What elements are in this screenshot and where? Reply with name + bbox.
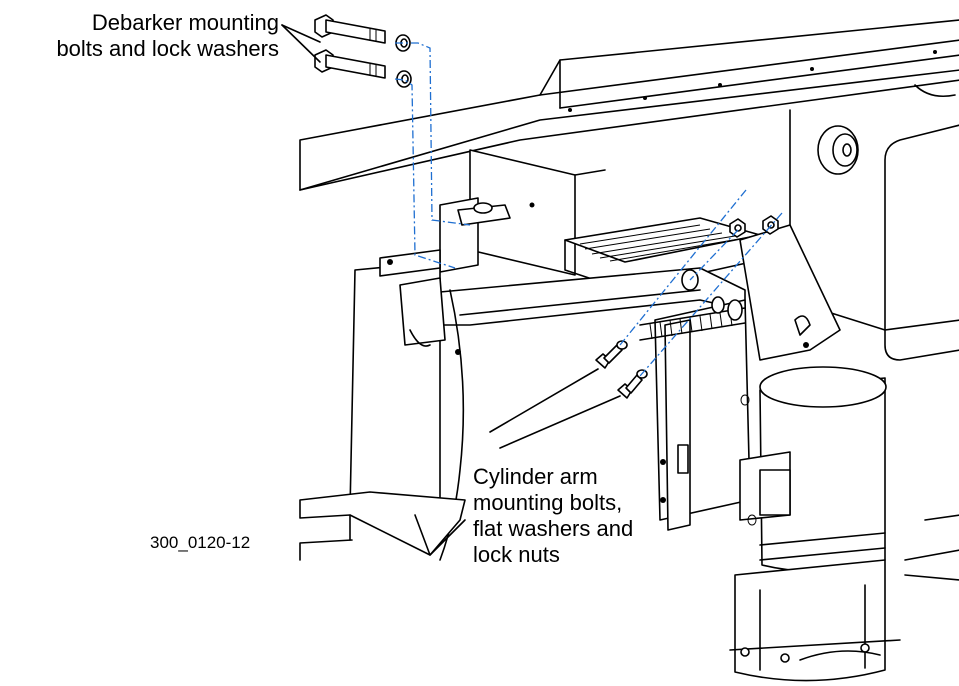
base-corner: [904, 514, 959, 581]
cylinder-bolts-callout: Cylinder arm mounting bolts, flat washer…: [473, 464, 633, 568]
leader-lines: [281, 24, 621, 561]
cylinder-plate: [654, 299, 751, 531]
side-panel: [789, 109, 959, 361]
cylinder-callout-line3: flat washers and: [473, 516, 634, 541]
lock-nut-lower-icon: [762, 215, 779, 235]
frame-top-beam: [299, 19, 959, 191]
debarker-callout-line1: Debarker mounting: [91, 10, 279, 35]
cylinder-callout-line2: mounting bolts,: [473, 490, 623, 515]
springs: [639, 296, 746, 341]
angled-bracket: [739, 224, 841, 361]
cylinder-callout-line4: lock nuts: [473, 542, 560, 567]
cylinder-bolt-upper: [595, 340, 628, 369]
debarker-bolts: [314, 14, 412, 88]
figure-id: 300_0120-12: [150, 533, 251, 552]
left-chute: [349, 249, 465, 561]
mount-pedestal: [439, 197, 511, 273]
lock-nut-upper-icon: [729, 218, 746, 238]
grate-platform: [564, 217, 761, 291]
cylinder-arm-bolts: [595, 215, 779, 399]
assembly-centerlines: [394, 42, 783, 377]
motor: [729, 366, 901, 682]
lock-washer-lower-icon: [396, 70, 412, 88]
debarker-callout-line2: bolts and lock washers: [56, 36, 279, 61]
bolt-upper: [314, 14, 386, 44]
cylinder-bolt-lower: [617, 369, 648, 399]
hub-boss: [817, 125, 859, 175]
bolt-lower: [314, 49, 386, 79]
debarker-bolts-callout: Debarker mounting bolts and lock washers: [56, 10, 279, 62]
cylinder-callout-line1: Cylinder arm: [473, 464, 598, 489]
chute-plate: [299, 491, 466, 556]
